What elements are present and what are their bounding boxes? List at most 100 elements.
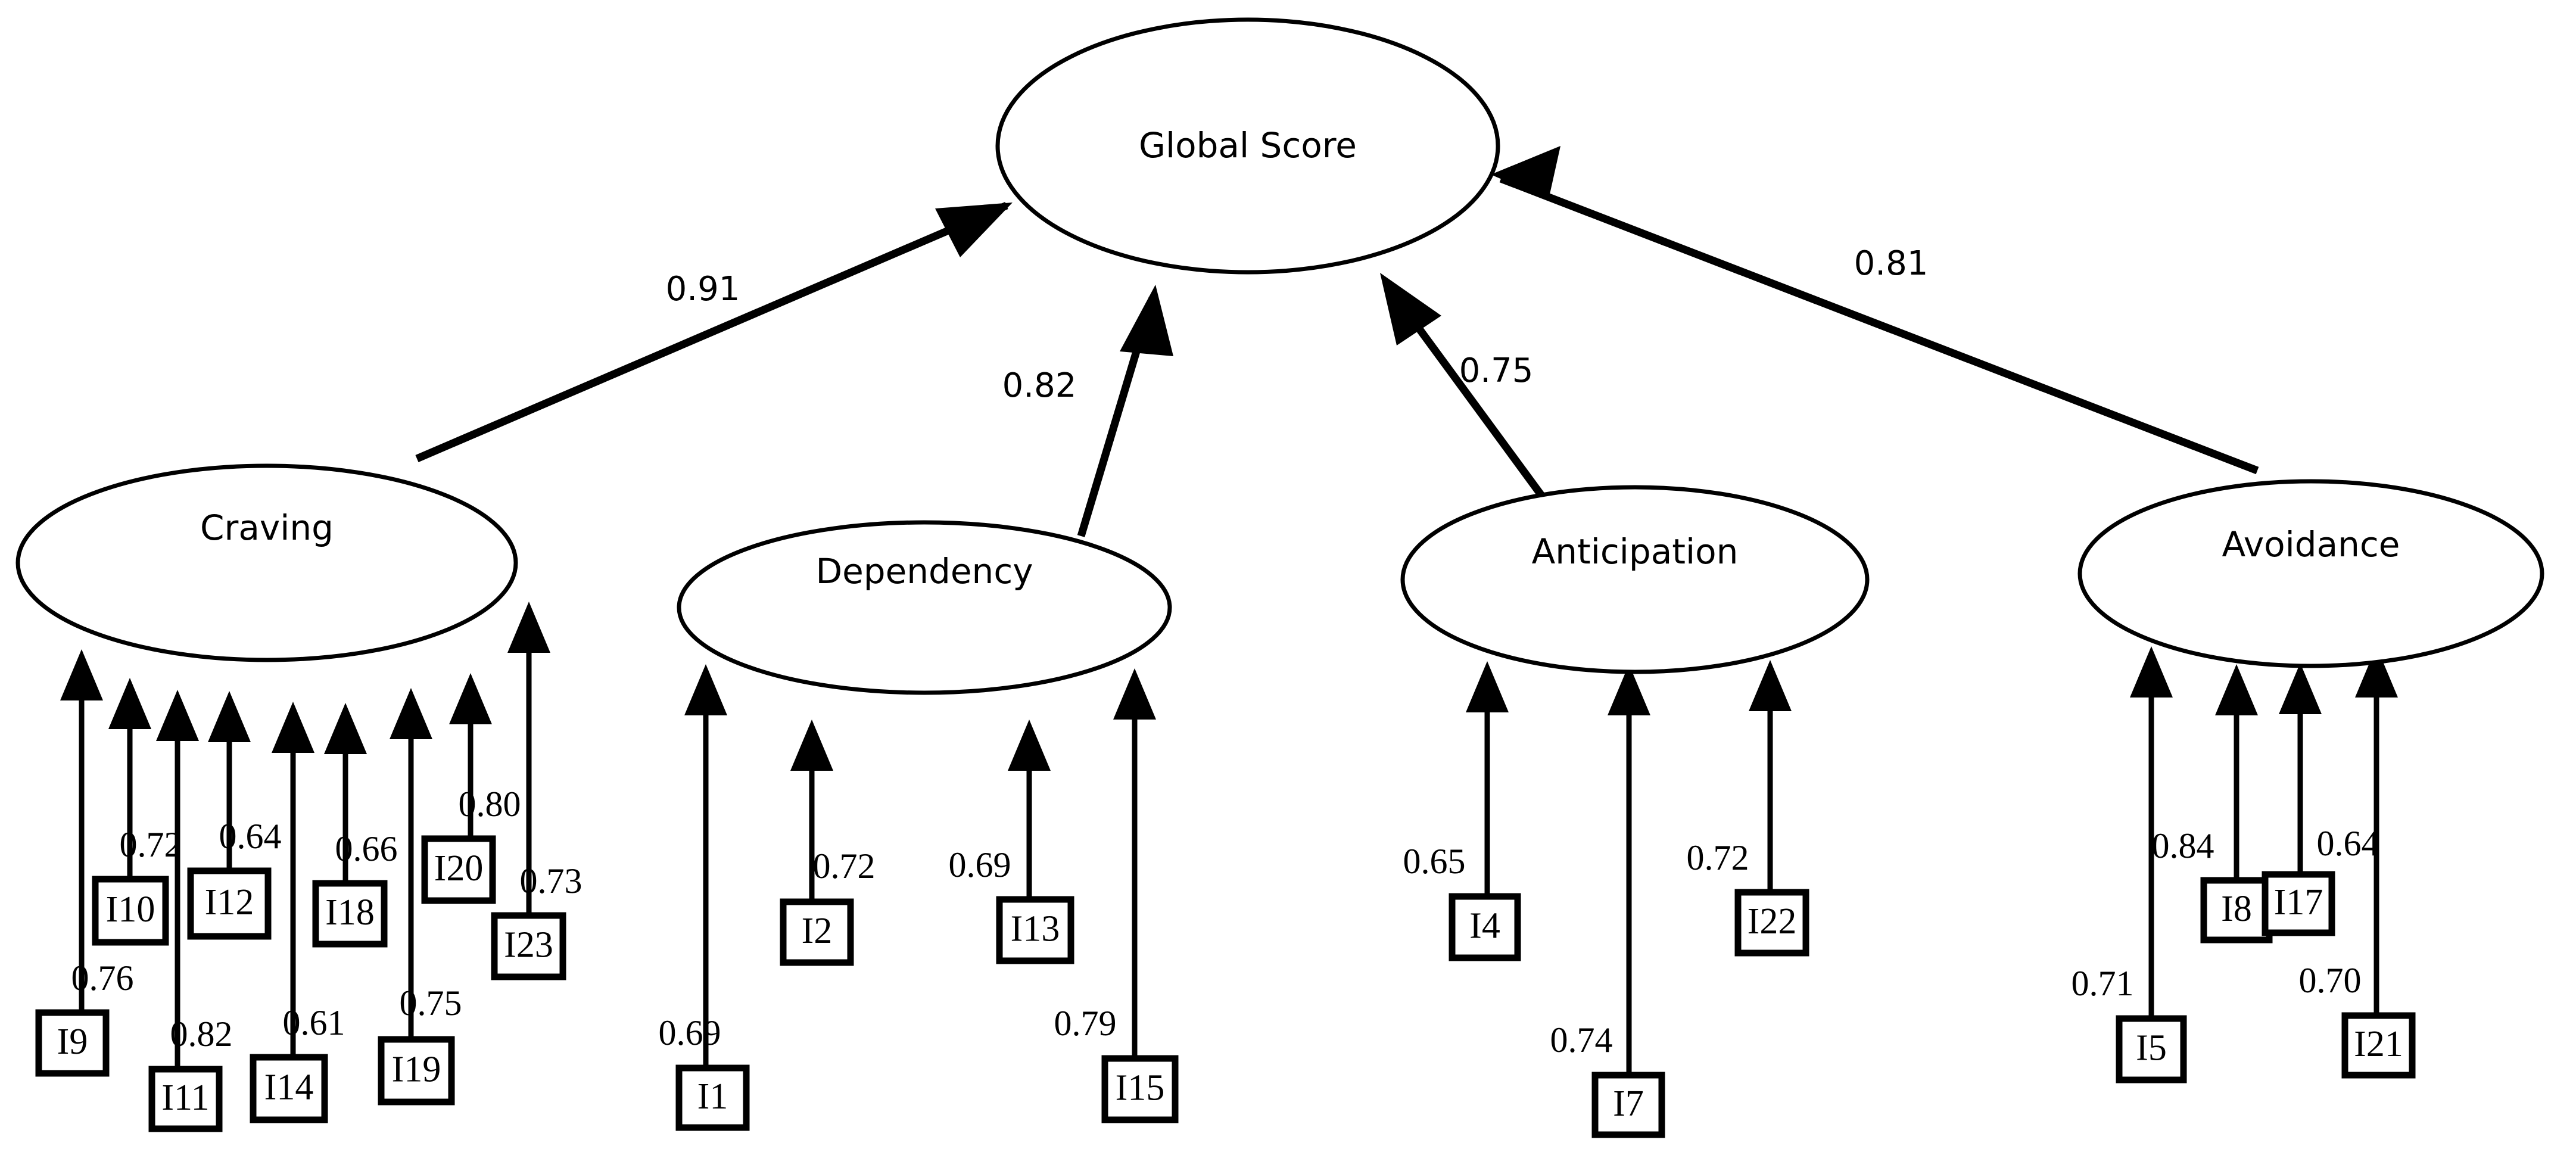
dependency-ellipse — [677, 520, 1172, 695]
indicator-box-I21 — [2341, 1012, 2416, 1079]
indicator-node-I12[interactable]: I12 0.64 — [187, 817, 282, 940]
path-dependency-to-global[interactable]: 0.82 — [1002, 285, 1173, 537]
indicator-box-I17 — [2262, 871, 2335, 936]
loading-I17[interactable] — [2279, 663, 2322, 874]
factor-node-dependency[interactable]: Dependency — [677, 520, 1172, 695]
indicator-node-I2[interactable]: I20.72 — [780, 846, 876, 966]
indicator-node-I4[interactable]: I40.65 — [1403, 842, 1521, 961]
loading-coefficient-I9: 0.76 — [71, 958, 134, 998]
arrow-head-I19 — [390, 688, 432, 739]
loading-I4[interactable] — [1466, 661, 1509, 896]
arrow-head-I9 — [60, 649, 103, 700]
loading-I13[interactable] — [1008, 720, 1051, 899]
loading-coefficient-I13: 0.69 — [949, 845, 1011, 885]
indicator-node-I21[interactable]: I21 0.70 — [2299, 961, 2416, 1079]
dependency-label: Dependency — [815, 551, 1033, 591]
arrow-head-avoidance — [1491, 146, 1560, 200]
indicator-label-I8: I8 — [2221, 889, 2252, 929]
craving-label: Craving — [200, 507, 334, 548]
loading-coefficient-I21: 0.70 — [2299, 961, 2362, 1000]
path-coefficient-dependency: 0.82 — [1002, 366, 1077, 405]
loading-I8[interactable] — [2215, 664, 2258, 880]
indicator-label-I12: I12 — [205, 882, 254, 923]
path-coefficient-avoidance: 0.81 — [1854, 244, 1929, 283]
path-coefficient-anticipation: 0.75 — [1459, 351, 1534, 390]
loading-coefficient-I12: 0.64 — [219, 817, 282, 856]
measurement-loadings-layer — [60, 602, 2398, 1075]
factor-node-avoidance[interactable]: Avoidance — [2077, 479, 2544, 668]
loading-I10[interactable] — [108, 678, 151, 879]
loading-coefficient-I15: 0.79 — [1054, 1004, 1117, 1043]
factor-node-craving[interactable]: Craving — [15, 463, 518, 662]
indicator-label-I23: I23 — [504, 925, 553, 966]
path-craving-to-global[interactable]: 0.91 — [415, 202, 1013, 462]
indicator-node-I5[interactable]: I50.71 — [2072, 964, 2187, 1083]
indicator-node-I19[interactable]: I19 0.75 — [378, 983, 462, 1106]
loading-I9[interactable] — [60, 649, 103, 1013]
arrow-head-I7 — [1608, 664, 1650, 715]
indicator-label-I18: I18 — [325, 892, 375, 933]
indicator-label-I17: I17 — [2274, 882, 2323, 923]
indicator-box-I10 — [92, 876, 169, 946]
factor-node-anticipation[interactable]: Anticipation — [1400, 485, 1870, 674]
indicator-node-I7[interactable]: I70.74 — [1550, 1020, 1665, 1138]
loading-coefficient-I18: 0.66 — [335, 829, 398, 868]
loading-I11[interactable] — [156, 690, 199, 1069]
loading-I7[interactable] — [1608, 664, 1650, 1075]
loading-I18[interactable] — [324, 703, 367, 883]
loading-I14[interactable] — [272, 702, 314, 1057]
path-line-avoidance — [1499, 175, 2259, 475]
loading-I1[interactable] — [684, 664, 727, 1068]
arrow-head-I18 — [324, 703, 367, 754]
indicator-label-I10: I10 — [106, 889, 155, 930]
indicator-node-I8[interactable]: I80.84 — [2152, 826, 2273, 944]
loading-coefficient-I23: 0.73 — [520, 861, 583, 901]
factor-node-global-score[interactable]: Global Score — [995, 17, 1500, 275]
indicator-node-I1[interactable]: I10.69 — [659, 1013, 750, 1131]
loading-I19[interactable] — [390, 688, 432, 1039]
loading-coefficient-I7: 0.74 — [1550, 1020, 1613, 1060]
path-line-craving — [415, 202, 1008, 462]
arrow-head-I5 — [2130, 646, 2173, 698]
loading-I23[interactable] — [507, 602, 550, 916]
indicator-label-I2: I2 — [802, 911, 833, 951]
indicator-box-I4 — [1449, 893, 1521, 961]
loading-coefficient-I14: 0.61 — [283, 1003, 345, 1042]
indicator-box-I2 — [780, 898, 854, 966]
indicator-label-I21: I21 — [2354, 1024, 2403, 1064]
indicator-node-I18[interactable]: I18 0.66 — [312, 829, 398, 948]
loading-I20[interactable] — [449, 673, 492, 839]
arrow-head-I22 — [1749, 660, 1792, 711]
indicator-node-I9[interactable]: I90.76 — [35, 958, 134, 1077]
loading-I21[interactable] — [2355, 646, 2398, 1016]
indicator-label-I22: I22 — [1748, 901, 1797, 942]
craving-ellipse — [15, 463, 518, 662]
loading-I2[interactable] — [790, 720, 833, 902]
arrow-head-I12 — [208, 691, 251, 742]
path-avoidance-to-global[interactable]: 0.81 — [1491, 146, 2259, 475]
indicator-label-I20: I20 — [434, 848, 484, 889]
arrow-head-I4 — [1466, 661, 1509, 712]
path-anticipation-to-global[interactable]: 0.75 — [1380, 273, 1552, 507]
arrow-head-craving — [935, 203, 1013, 257]
loading-I12[interactable] — [208, 691, 251, 871]
indicator-label-I19: I19 — [392, 1050, 441, 1090]
arrow-head-I13 — [1008, 720, 1051, 771]
indicator-box-I11 — [148, 1066, 223, 1132]
loading-coefficient-I19: 0.75 — [400, 983, 462, 1023]
indicator-box-I22 — [1734, 889, 1809, 957]
indicator-box-I20 — [421, 835, 496, 904]
indicator-node-I23[interactable]: I23 0.73 — [491, 861, 583, 980]
loading-I15[interactable] — [1113, 668, 1156, 1058]
loading-I5[interactable] — [2130, 646, 2173, 1019]
loading-I22[interactable] — [1749, 660, 1792, 892]
latent-factors-layer: Global Score Craving Dependency Anticipa… — [15, 17, 2544, 695]
